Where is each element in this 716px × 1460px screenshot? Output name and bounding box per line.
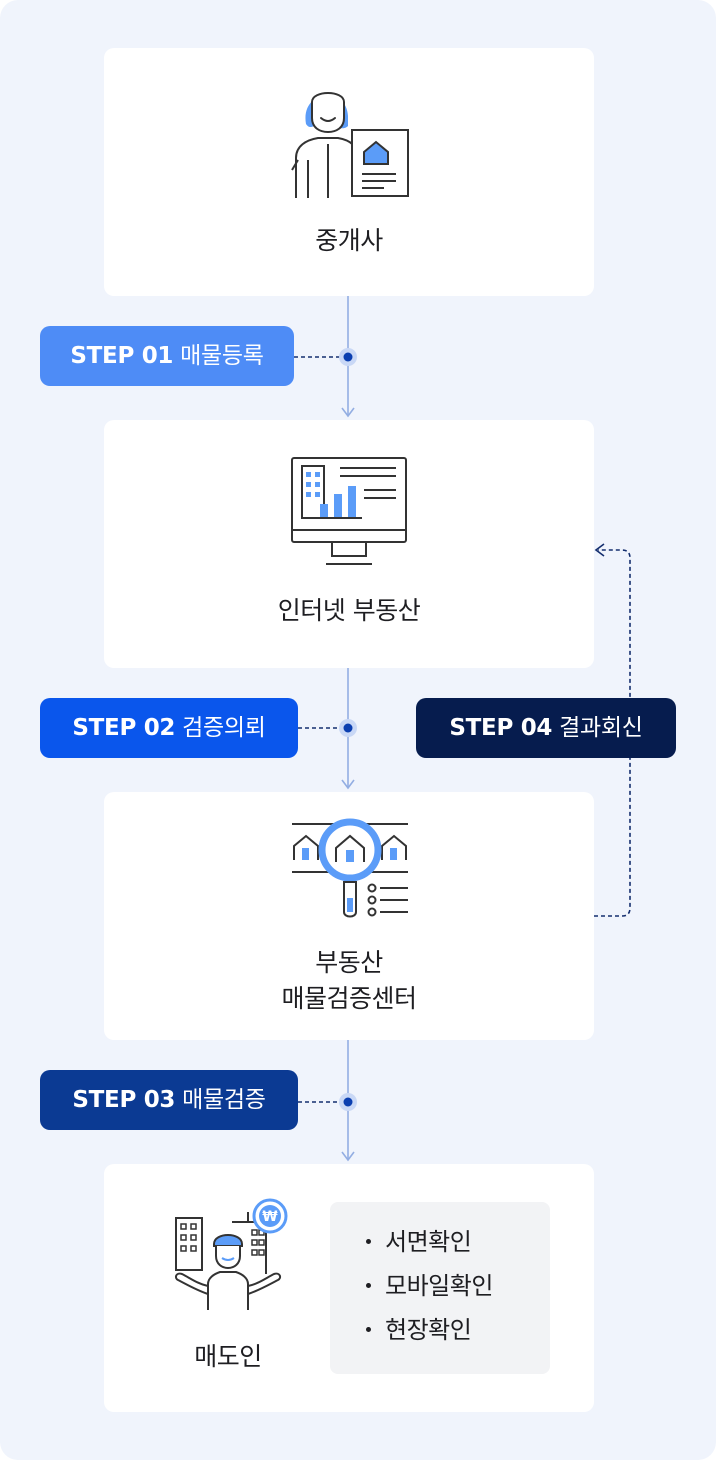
node-title-broker: 중개사 [315, 226, 383, 255]
card-center: 부동산 매물검증센터 [104, 792, 594, 1040]
node-title-center-line2: 매물검증센터 [281, 984, 417, 1013]
step-02-badge: STEP 02 검증의뢰 [40, 698, 298, 758]
svg-text:₩: ₩ [262, 1209, 278, 1225]
list-item: 서면확인 [366, 1226, 472, 1258]
verification-methods-list: 서면확인 모바일확인 현장확인 [330, 1202, 550, 1374]
houses-magnifier-checklist-icon [292, 818, 408, 918]
step-node-dot [339, 1093, 357, 1111]
step-node-dot [339, 348, 357, 366]
bullet-dot [366, 1326, 371, 1332]
bullet-dot [366, 1238, 371, 1244]
node-title-center-line1: 부동산 [315, 948, 383, 977]
step-node-dot [339, 719, 357, 737]
agent-with-house-document-icon [291, 92, 409, 198]
node-title-portal: 인터넷 부동산 [277, 596, 421, 625]
card-portal: 인터넷 부동산 [104, 420, 594, 668]
node-title-seller: 매도인 [194, 1342, 262, 1371]
monitor-building-chart-icon [291, 457, 407, 565]
step-03-badge: STEP 03 매물검증 [40, 1070, 298, 1130]
step-04-badge: STEP 04 결과회신 [416, 698, 676, 758]
step-01-badge: STEP 01 매물등록 [40, 326, 294, 386]
list-item: 모바일확인 [366, 1270, 493, 1302]
bullet-dot [366, 1282, 371, 1288]
card-broker: 중개사 [104, 48, 594, 296]
seller-with-won-coin-icon: ₩ [174, 1198, 288, 1310]
list-item: 현장확인 [366, 1314, 472, 1346]
card-seller: ₩ 매도인 서면확인 모바일확인 현장확인 [104, 1164, 594, 1412]
